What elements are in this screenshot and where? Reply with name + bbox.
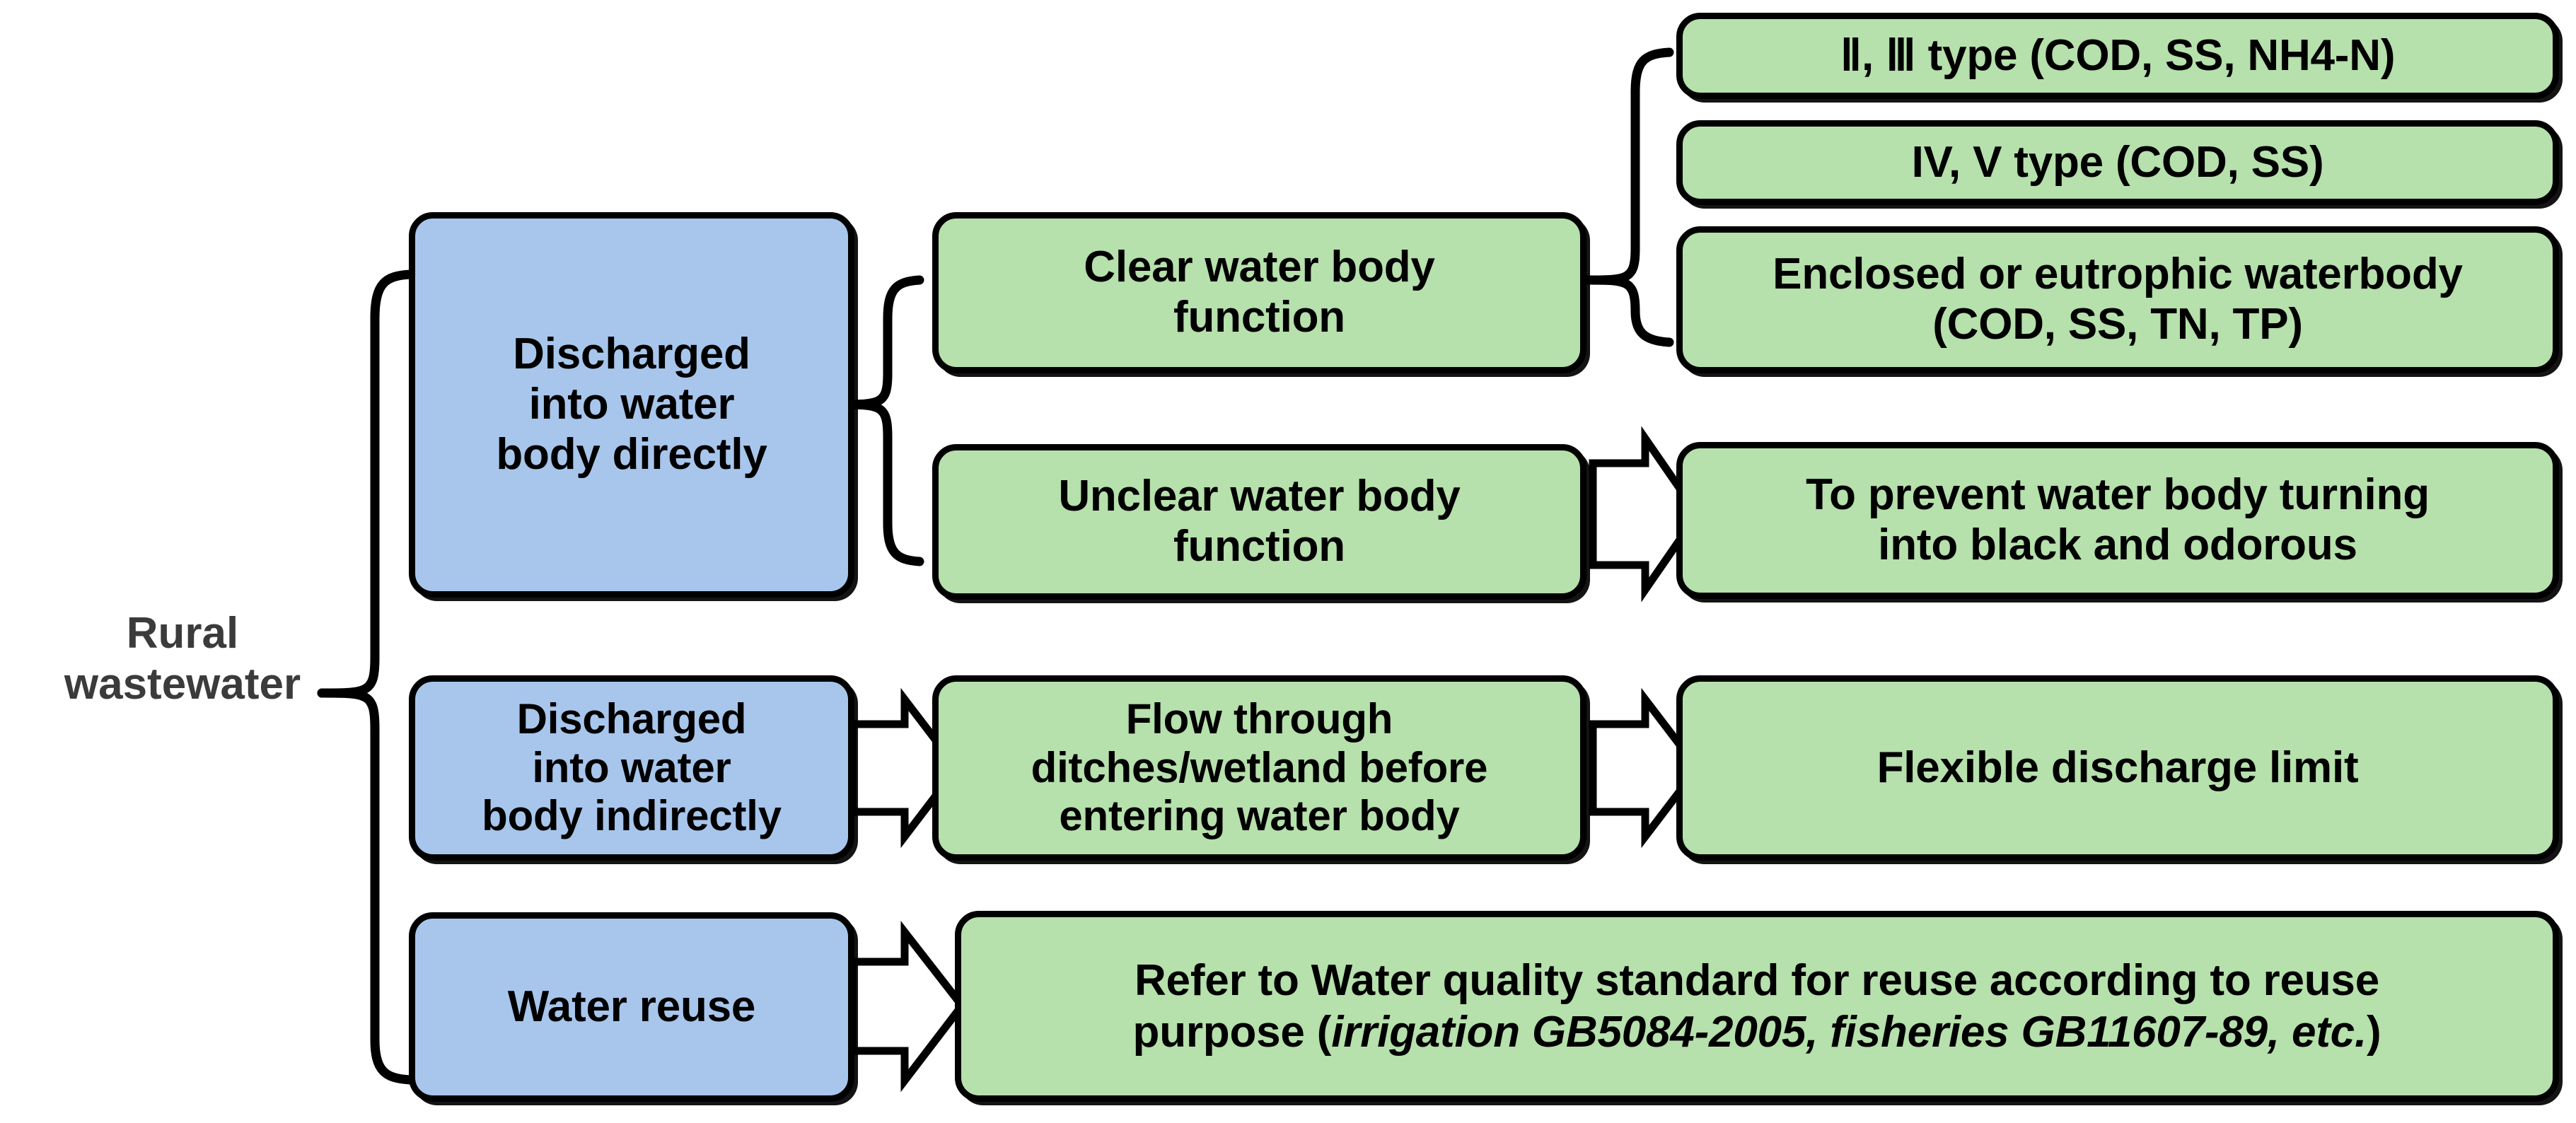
block-arrow-ditches-to-flexible — [1589, 687, 1702, 849]
node-label: Flexible discharge limit — [1876, 743, 2359, 792]
node-reuse-water-quality-standard[interactable]: Refer to Water quality standard for reus… — [955, 911, 2559, 1102]
block-arrow-unclear-to-prevent — [1589, 426, 1702, 603]
reuse-line-2-italic: irrigation GB5084-2005, fisheries GB1160… — [1331, 1008, 2367, 1057]
reuse-line-2-prefix: purpose ( — [1132, 1008, 1332, 1057]
node-label: Discharged into water body indirectly — [482, 695, 782, 840]
node-type-2-3[interactable]: Ⅱ, Ⅲ type (COD, SS, NH4-N) — [1676, 13, 2559, 99]
node-label: Ⅱ, Ⅲ type (COD, SS, NH4-N) — [1840, 30, 2396, 80]
root-label-rural-wastewater: Rural wastewater — [64, 609, 301, 709]
node-label: IV, V type (COD, SS) — [1911, 137, 2324, 187]
node-discharged-into-water-body-directly[interactable]: Discharged into water body directly — [409, 212, 854, 598]
node-water-reuse[interactable]: Water reuse — [409, 912, 854, 1102]
node-label: To prevent water body turning into black… — [1806, 470, 2430, 569]
node-flexible-discharge-limit[interactable]: Flexible discharge limit — [1676, 675, 2559, 861]
node-label: Clear water body function — [1084, 243, 1435, 342]
node-clear-water-body-function[interactable]: Clear water body function — [932, 212, 1586, 373]
node-label: Water reuse — [507, 982, 756, 1031]
node-type-4-5[interactable]: IV, V type (COD, SS) — [1676, 120, 2559, 205]
node-prevent-black-odorous[interactable]: To prevent water body turning into black… — [1676, 442, 2559, 599]
reuse-line-1: Refer to Water quality standard for reus… — [1134, 955, 2379, 1005]
node-discharged-into-water-body-indirectly[interactable]: Discharged into water body indirectly — [409, 675, 854, 861]
node-flow-through-ditches-wetland[interactable]: Flow through ditches/wetland before ente… — [932, 675, 1586, 861]
reuse-line-2-suffix: ) — [2367, 1008, 2381, 1057]
node-label: Enclosed or eutrophic waterbody (COD, SS… — [1773, 250, 2463, 349]
block-arrow-indirect-to-ditches — [848, 687, 962, 849]
brace-root-to-level1 — [317, 269, 415, 1085]
node-label: Flow through ditches/wetland before ente… — [1031, 695, 1488, 840]
node-enclosed-eutrophic-waterbody[interactable]: Enclosed or eutrophic waterbody (COD, SS… — [1676, 226, 2559, 373]
brace-direct-to-level2 — [833, 275, 924, 566]
node-label: Unclear water body function — [1058, 472, 1461, 571]
node-label: Discharged into water body directly — [496, 330, 767, 479]
brace-clear-to-level3 — [1583, 47, 1674, 347]
node-unclear-water-body-function[interactable]: Unclear water body function — [932, 444, 1586, 600]
block-arrow-reuse-to-standard — [848, 920, 967, 1093]
node-label: Refer to Water quality standard for reus… — [1115, 955, 2400, 1058]
